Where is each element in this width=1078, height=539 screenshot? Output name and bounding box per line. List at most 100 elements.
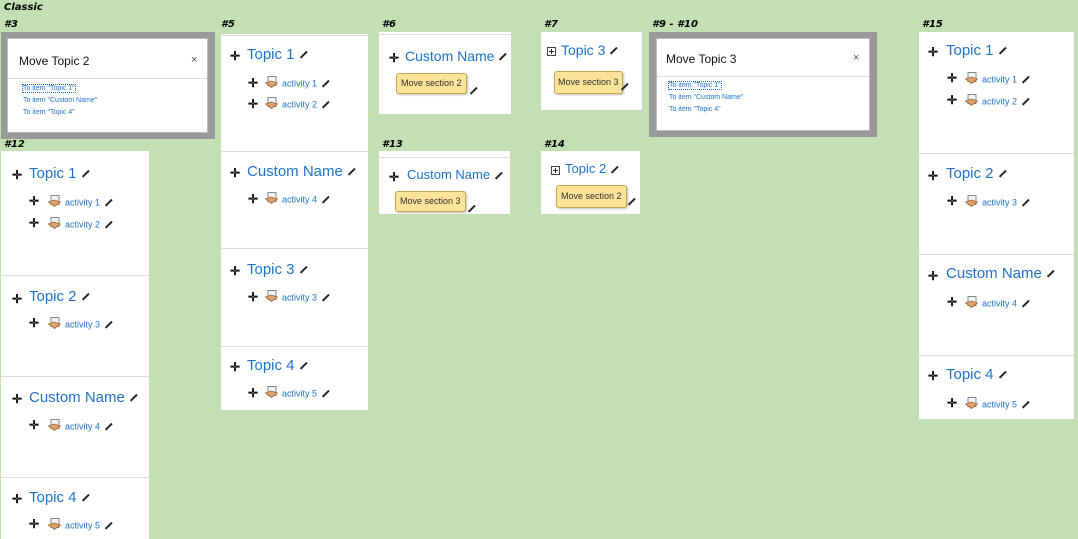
pencil-icon[interactable] <box>300 265 308 273</box>
move-cross-icon[interactable]: ✛ <box>29 418 40 432</box>
pencil-icon[interactable] <box>622 82 629 89</box>
section-title[interactable]: Custom Name <box>29 390 138 405</box>
section-title[interactable]: Topic 3 <box>247 262 308 277</box>
move-cross-icon[interactable]: ✛ <box>947 93 958 107</box>
pencil-icon[interactable] <box>1023 198 1030 206</box>
activity-link[interactable]: activity 4 <box>264 192 330 206</box>
section-title[interactable]: Topic 4 <box>247 358 308 373</box>
pencil-icon[interactable] <box>106 320 113 328</box>
pencil-icon[interactable] <box>82 169 90 177</box>
pencil-icon[interactable] <box>349 167 356 175</box>
move-cross-icon[interactable]: ✛ <box>947 295 958 309</box>
plus-box-icon[interactable] <box>547 47 556 56</box>
move-cross-icon[interactable]: ✛ <box>29 316 40 330</box>
move-cross-icon[interactable]: ✛ <box>29 517 40 531</box>
section-title[interactable]: Topic 4 <box>29 490 90 505</box>
move-target-link[interactable]: To item "Topic 1" <box>668 81 722 90</box>
move-target-link[interactable]: To item "Topic 4" <box>669 106 721 113</box>
move-cross-icon[interactable]: ✛ <box>12 492 23 506</box>
activity-link[interactable]: activity 1 <box>264 76 330 90</box>
activity-link[interactable]: activity 1 <box>964 72 1030 86</box>
pencil-icon[interactable] <box>106 198 113 206</box>
section-title[interactable]: Topic 2 <box>565 162 619 175</box>
move-cross-icon[interactable]: ✛ <box>248 290 259 304</box>
activity-link[interactable]: activity 5 <box>264 386 330 400</box>
section-title[interactable]: Topic 1 <box>946 43 1007 58</box>
move-cross-icon[interactable]: ✛ <box>947 71 958 85</box>
close-icon[interactable]: × <box>853 52 860 64</box>
activity-link[interactable]: activity 1 <box>47 195 113 209</box>
pencil-icon[interactable] <box>1023 75 1030 83</box>
pencil-icon[interactable] <box>323 100 330 108</box>
move-target-link[interactable]: To item "Custom Name" <box>669 94 744 101</box>
move-cross-icon[interactable]: ✛ <box>928 45 939 59</box>
move-cross-icon[interactable]: ✛ <box>230 49 241 63</box>
section-title[interactable]: Topic 3 <box>561 43 619 57</box>
section-title[interactable]: Topic 2 <box>29 289 90 304</box>
move-cross-icon[interactable]: ✛ <box>12 168 23 182</box>
pencil-icon[interactable] <box>323 79 330 87</box>
move-target-link[interactable]: To item "Topic 4" <box>23 109 75 116</box>
move-target-link[interactable]: To item "Topic 1" <box>22 84 76 93</box>
pencil-icon[interactable] <box>1023 400 1030 408</box>
move-target-link[interactable]: To item "Custom Name" <box>23 97 98 104</box>
move-cross-icon[interactable]: ✛ <box>248 97 259 111</box>
activity-link[interactable]: activity 5 <box>47 518 113 532</box>
move-cross-icon[interactable]: ✛ <box>230 264 241 278</box>
activity-link[interactable]: activity 2 <box>47 217 113 231</box>
pencil-icon[interactable] <box>82 493 90 501</box>
pencil-icon[interactable] <box>629 197 636 204</box>
section-title[interactable]: Custom Name <box>946 266 1055 281</box>
activity-link[interactable]: activity 5 <box>964 397 1030 411</box>
activity-link[interactable]: activity 3 <box>264 290 330 304</box>
pencil-icon[interactable] <box>500 53 508 60</box>
move-cross-icon[interactable]: ✛ <box>12 392 23 406</box>
activity-link[interactable]: activity 4 <box>47 419 113 433</box>
pencil-icon[interactable] <box>471 86 478 93</box>
pencil-icon[interactable] <box>106 220 113 228</box>
pencil-icon[interactable] <box>106 521 113 529</box>
pencil-icon[interactable] <box>999 46 1007 54</box>
section-title[interactable]: Topic 4 <box>946 367 1007 382</box>
section-title[interactable]: Topic 1 <box>247 47 308 62</box>
activity-link[interactable]: activity 3 <box>964 195 1030 209</box>
plus-box-icon[interactable] <box>551 166 560 175</box>
pencil-icon[interactable] <box>999 169 1007 177</box>
move-cross-icon[interactable]: ✛ <box>230 360 241 374</box>
pencil-icon[interactable] <box>611 47 619 54</box>
pencil-icon[interactable] <box>131 393 138 401</box>
pencil-icon[interactable] <box>469 204 476 211</box>
section-title[interactable]: Custom Name <box>407 168 503 181</box>
pencil-icon[interactable] <box>106 422 113 430</box>
move-cross-icon[interactable]: ✛ <box>947 194 958 208</box>
pencil-icon[interactable] <box>323 195 330 203</box>
move-cross-icon[interactable]: ✛ <box>389 170 400 184</box>
move-cross-icon[interactable]: ✛ <box>928 169 939 183</box>
pencil-icon[interactable] <box>612 165 619 172</box>
move-cross-icon[interactable]: ✛ <box>230 166 241 180</box>
move-cross-icon[interactable]: ✛ <box>928 369 939 383</box>
activity-link[interactable]: activity 3 <box>47 317 113 331</box>
pencil-icon[interactable] <box>999 370 1007 378</box>
pencil-icon[interactable] <box>1023 299 1030 307</box>
move-cross-icon[interactable]: ✛ <box>29 194 40 208</box>
close-icon[interactable]: × <box>191 54 198 66</box>
move-cross-icon[interactable]: ✛ <box>928 269 939 283</box>
pencil-icon[interactable] <box>300 361 308 369</box>
activity-link[interactable]: activity 2 <box>964 94 1030 108</box>
section-title[interactable]: Topic 1 <box>29 166 90 181</box>
pencil-icon[interactable] <box>1023 97 1030 105</box>
pencil-icon[interactable] <box>1048 269 1055 277</box>
pencil-icon[interactable] <box>323 389 330 397</box>
pencil-icon[interactable] <box>82 292 90 300</box>
move-cross-icon[interactable]: ✛ <box>12 292 23 306</box>
pencil-icon[interactable] <box>300 50 308 58</box>
activity-link[interactable]: activity 2 <box>264 97 330 111</box>
section-title[interactable]: Custom Name <box>405 49 508 63</box>
move-cross-icon[interactable]: ✛ <box>248 76 259 90</box>
move-cross-icon[interactable]: ✛ <box>248 386 259 400</box>
activity-link[interactable]: activity 4 <box>964 296 1030 310</box>
section-title[interactable]: Topic 2 <box>946 166 1007 181</box>
section-title[interactable]: Custom Name <box>247 164 356 179</box>
move-cross-icon[interactable]: ✛ <box>29 216 40 230</box>
